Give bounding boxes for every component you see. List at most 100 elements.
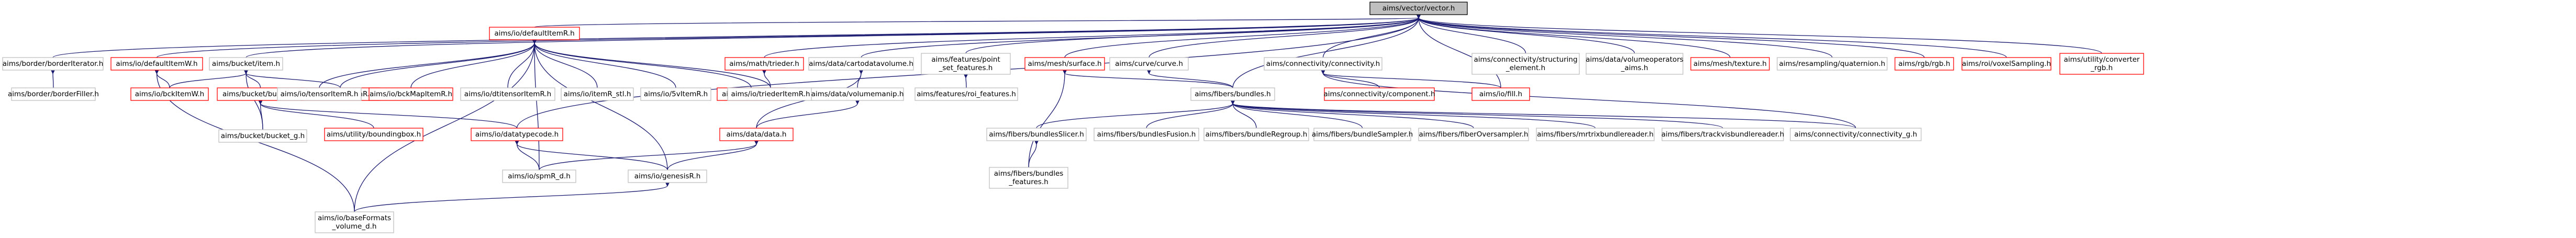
node-fibers-bundleregroup[interactable]: aims/fibers/bundleRegroup.h [1203,128,1309,141]
edge-root-to-math_trieder [764,18,1419,58]
node-label: aims/roi/voxelSampling.h [1962,60,2051,68]
node-label: aims/resampling/quaternion.h [1779,60,1886,68]
node-io-dtitensoritemr[interactable]: aims/io/dtitensorItemR.h [460,87,555,101]
edge-bucket_bucket-to-io_datatypecode [261,104,518,129]
node-label: aims/io/itemR_stl.h [564,90,631,98]
node-connectivity-structuring[interactable]: aims/connectivity/structuring_element.h [1471,53,1580,75]
node-root: aims/vector/vector.h [1369,2,1468,15]
node-box [369,87,453,101]
node-data-volumeoperators[interactable]: aims/data/volumeoperators_aims.h [1586,53,1683,75]
node-label: aims/io/genesisR.h [634,172,701,180]
node-io-defaultitemr[interactable]: aims/io/defaultItemR.h [489,27,580,40]
node-box [808,57,914,71]
node-label: aims/io/bckItemW.h [135,90,205,98]
node-label: aims/io/datatypecode.h [475,130,559,139]
node-io-bckitemw[interactable]: aims/io/bckItemW.h [130,87,209,101]
node-io-datatypecode[interactable]: aims/io/datatypecode.h [471,128,563,141]
node-math-trieder[interactable]: aims/math/trieder.h [724,57,804,71]
node-box [719,128,794,141]
node-label: aims/connectivity/connectivity_g.h [1794,130,1917,139]
node-label: _features.h [1008,178,1048,186]
edge-root-to-mesh_texture [1419,18,1731,58]
edge-connectivity_connectivity-to-connectivity_g [1323,73,1856,129]
node-fibers-fiberoversampler[interactable]: aims/fibers/fiberOversampler.h [1418,128,1529,141]
edge-fibers_bundles-to-fibers_trackvisbundlereader [1233,104,1723,129]
node-box [989,167,1068,189]
node-fibers-mrtrixbundlereader[interactable]: aims/fibers/mrtrixbundlereader.h [1536,128,1655,141]
edge-io_genesisr-to-io_baseformats_volume [354,186,667,212]
edge-fibers_bundles-to-connectivity_g [1233,104,1856,129]
node-resampling-quaternion[interactable]: aims/resampling/quaternion.h [1777,57,1888,71]
node-fibers-bundlesfusion[interactable]: aims/fibers/bundlesFusion.h [1094,128,1199,141]
node-data-volumemanip[interactable]: aims/data/volumemanip.h [811,87,904,101]
node-box [640,87,711,101]
edge-io_defaultitemr-to-io_genesisr [534,43,668,171]
node-label: aims/fibers/trackvisbundlereader.h [1661,130,1785,139]
node-io-spmr-d[interactable]: aims/io/spmR_d.h [502,169,576,183]
node-label: aims/fibers/bundleSampler.h [1312,130,1413,139]
node-rgb-rgb[interactable]: aims/rgb/rgb.h [1894,57,1954,71]
node-data-cartodatavolume[interactable]: aims/data/cartodatavolume.h [808,57,914,71]
node-label: aims/data/volumemanip.h [811,90,904,98]
node-io-itemr-stl[interactable]: aims/io/itemR_stl.h [561,87,634,101]
node-box [110,57,203,71]
edge-fibers_bundles-to-fibers_bundlesampler [1233,104,1363,129]
node-fibers-bundles-features[interactable]: aims/fibers/bundles_features.h [989,167,1068,189]
node-bucket-item[interactable]: aims/bucket/item.h [209,57,283,71]
edge-io_defaultitemr-to-io_baseformats_volume [354,43,534,212]
node-features-point-set[interactable]: aims/features/point_set_features.h [921,53,1011,75]
node-label: aims/io/fill.h [1479,90,1522,98]
node-fibers-trackvisbundlereader[interactable]: aims/fibers/trackvisbundlereader.h [1661,128,1785,141]
node-box [1961,57,2051,71]
edge-fibers_bundles-to-fibers_fiberoversampler [1233,104,1474,129]
edge-mesh_surface-to-fibers_bundles_features [1028,73,1065,168]
node-fibers-bundlesampler[interactable]: aims/fibers/bundleSampler.h [1312,128,1413,141]
node-box [1203,128,1309,141]
node-io-fill[interactable]: aims/io/fill.h [1471,87,1530,101]
edge-root-to-connectivity_structuring [1419,18,1526,54]
node-connectivity-connectivity[interactable]: aims/connectivity/connectivity.h [1264,57,1382,71]
node-io-genesisr[interactable]: aims/io/genesisR.h [628,169,707,183]
node-borderiterator[interactable]: aims/border/borderIterator.h [2,57,104,71]
node-mesh-texture[interactable]: aims/mesh/texture.h [1690,57,1770,71]
edge-root-to-connectivity_connectivity [1322,18,1419,58]
edge-io_defaultitemw-to-io_bckitemw [157,73,170,88]
node-roi-voxelsampling[interactable]: aims/roi/voxelSampling.h [1961,57,2051,71]
node-borderfiller[interactable]: aims/border/borderFiller.h [8,87,99,101]
node-box [986,128,1087,141]
node-io-bckmapitemr[interactable]: aims/io/bckMapItemR.h [369,87,453,101]
node-io-tensoritemr[interactable]: aims/io/tensorItemR.h [277,87,362,101]
edge-root-to-io_defaultitemw [156,18,1419,58]
node-label: aims/io/baseFormats [318,214,391,222]
node-label: aims/fibers/bundles [994,169,1064,178]
node-connectivity-component[interactable]: aims/connectivity/component.h [1323,87,1435,101]
node-label: aims/fibers/bundleRegroup.h [1206,130,1308,139]
node-connectivity-g[interactable]: aims/connectivity/connectivity_g.h [1790,128,1922,141]
node-label: aims/rgb/rgb.h [1898,60,1950,68]
edge-root-to-data_volumeoperators [1419,18,1635,54]
node-io-defaultitemw[interactable]: aims/io/defaultItemW.h [110,57,203,71]
edge-mesh_surface-to-fibers_bundles [1065,73,1233,88]
node-bucket-g[interactable]: aims/bucket/bucket_g.h [218,129,307,143]
node-io-svitemr[interactable]: aims/io/5vItemR.h [640,87,711,101]
edge-fibers_bundles-to-fibers_bundlesfusion [1146,104,1233,129]
node-label: aims/utility/boundingbox.h [327,130,421,139]
node-utility-converter-rgb[interactable]: aims/utility/converter_rgb.h [2059,53,2144,75]
node-fibers-bundles[interactable]: aims/fibers/bundles.h [1190,87,1275,101]
node-box [915,87,1018,101]
node-features-roi[interactable]: aims/features/roi_features.h [915,87,1018,101]
node-fibers-bundlesslicer[interactable]: aims/fibers/bundlesSlicer.h [986,128,1087,141]
node-io-triederitemr[interactable]: aims/io/triederItemR.h [727,87,814,101]
node-utility-boundingbox[interactable]: aims/utility/boundingbox.h [324,128,423,141]
node-box [471,128,563,141]
node-data-data[interactable]: aims/data/data.h [719,128,794,141]
node-io-baseformats-volume[interactable]: aims/io/baseFormats_volume_d.h [315,211,394,233]
node-box [921,53,1011,75]
edge-bucket_bucket-to-utility_boundingbox [261,104,374,129]
edge-bucket_item-to-bucket_bucket [246,73,261,88]
edge-bucket_item-to-io_bckitemr [246,73,341,88]
node-box [502,169,576,183]
node-mesh-surface[interactable]: aims/mesh/surface.h [1024,57,1105,71]
node-box [1094,128,1199,141]
node-curve-curve[interactable]: aims/curve/curve.h [1109,57,1189,71]
